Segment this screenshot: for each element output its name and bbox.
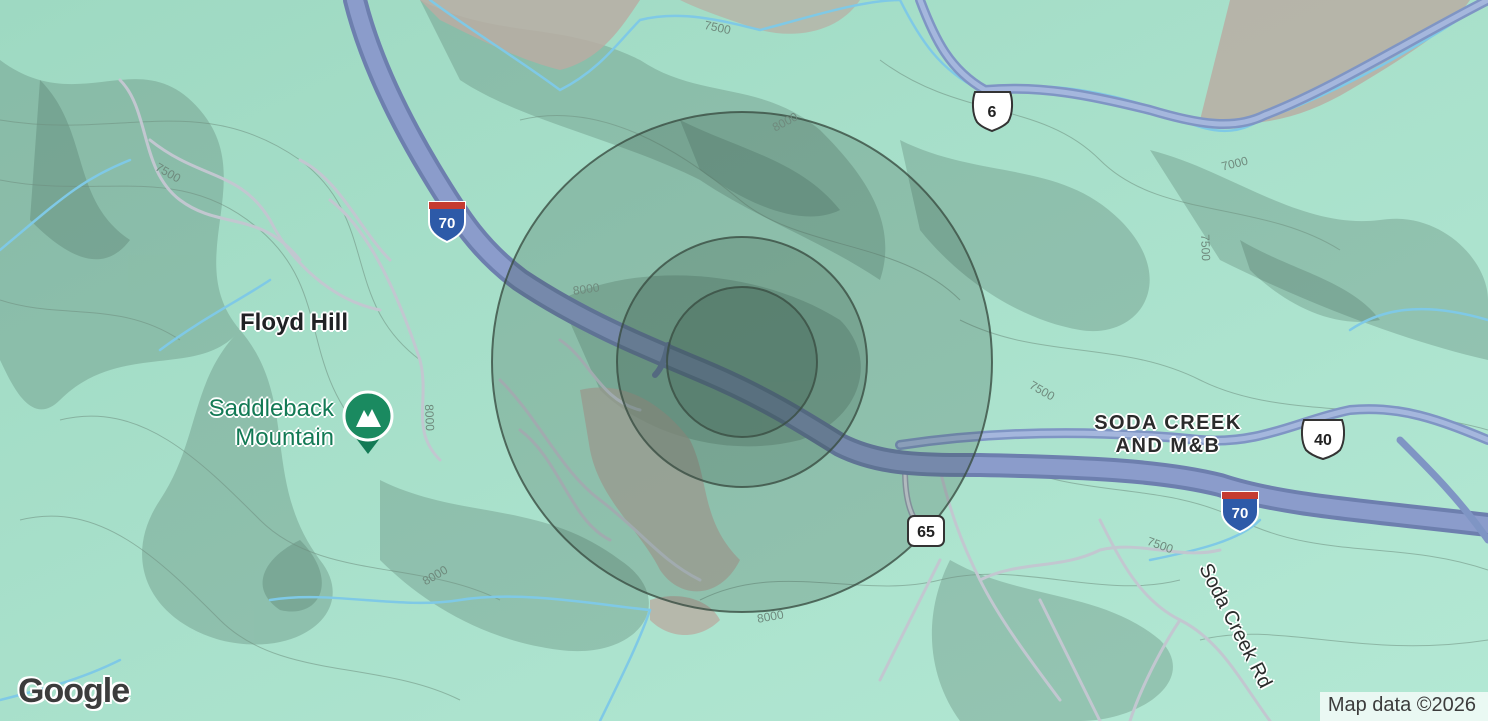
radius-overlay (491, 111, 993, 613)
co65-shield[interactable]: 65 (907, 515, 945, 547)
us6-shield-label: 6 (988, 104, 997, 121)
us6-shield[interactable]: 6 (971, 91, 1014, 133)
area-label-soda-creek[interactable]: SODA CREEK AND M&B (1078, 412, 1258, 458)
map-attribution[interactable]: Map data ©2026 (1319, 692, 1488, 721)
poi-label-line1: Saddleback (208, 395, 334, 422)
area-label-line1: SODA CREEK (1094, 412, 1242, 434)
contour-label: 8000 (422, 404, 437, 432)
poi-label-line2: Mountain (235, 424, 334, 451)
us40-shield-label: 40 (1314, 432, 1332, 449)
i70-shield-east[interactable]: 70 (1221, 491, 1259, 534)
us40-shield[interactable]: 40 (1300, 419, 1346, 461)
i70-shield-label-east: 70 (1232, 505, 1249, 522)
place-label-floyd-hill[interactable]: Floyd Hill (240, 309, 348, 336)
i70-shield-north[interactable]: 70 (428, 201, 466, 244)
mountain-peak-icon (356, 409, 381, 427)
google-logo[interactable]: Google (18, 672, 130, 710)
contour-label: 7500 (1198, 234, 1213, 262)
poi-label-saddleback-mountain[interactable]: Saddleback Mountain (160, 394, 334, 452)
area-label-line2: AND M&B (1115, 435, 1221, 457)
saddleback-mountain-marker[interactable] (342, 390, 394, 454)
i70-shield-label-north: 70 (439, 215, 456, 232)
co65-shield-label: 65 (917, 524, 935, 541)
